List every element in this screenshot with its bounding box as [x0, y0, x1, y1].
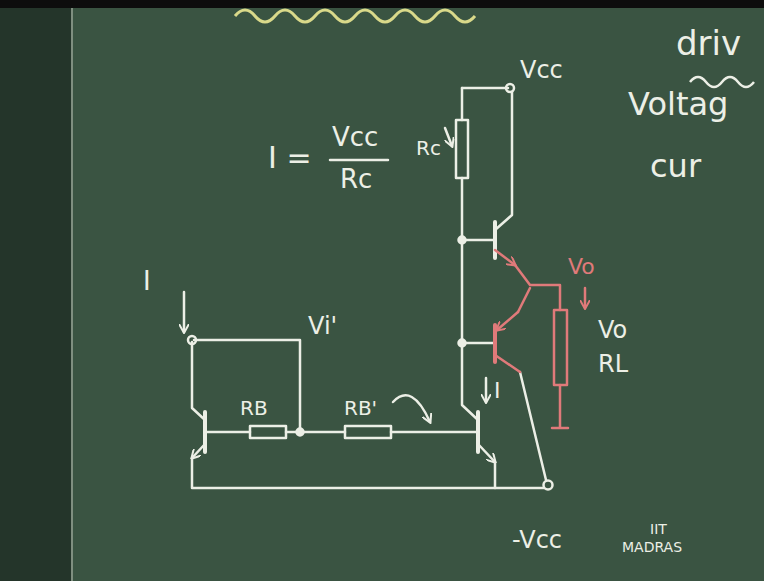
wire	[391, 431, 478, 434]
supply-label: Vcc	[520, 58, 563, 82]
voltage-label: Vo	[598, 318, 627, 342]
resistor-symbol	[345, 426, 391, 438]
supply-label: -Vcc	[512, 528, 562, 552]
wavy-underline	[235, 10, 475, 22]
wire	[462, 87, 508, 90]
current-arrow	[445, 128, 452, 146]
transistor-emitter	[497, 312, 518, 330]
wire	[462, 239, 495, 242]
current-label: I	[143, 268, 151, 294]
fraction-bar	[330, 159, 388, 162]
note-text: Voltag	[628, 88, 728, 120]
wire	[461, 88, 464, 120]
voltage-arc	[393, 395, 430, 422]
component-label: Rc	[416, 138, 441, 158]
wire	[205, 431, 250, 434]
formula-text: Vcc	[332, 124, 378, 150]
voltage-label: Vi'	[308, 314, 337, 338]
voltage-arrow	[584, 288, 587, 308]
wire	[520, 372, 546, 480]
watermark: MADRAS	[622, 540, 682, 554]
voltage-label: Vo	[568, 256, 595, 278]
ground-wire	[552, 385, 568, 428]
wire	[495, 92, 512, 230]
resistor-symbol	[554, 310, 567, 385]
wire	[192, 342, 205, 420]
wire	[494, 462, 497, 488]
terminal-node	[544, 481, 553, 490]
transistor-emitter	[478, 444, 495, 462]
output-wire	[518, 288, 530, 312]
current-arrow	[183, 292, 186, 332]
transistor-emitter	[495, 250, 515, 265]
junction-dot	[297, 429, 304, 436]
terminal-node	[506, 84, 514, 92]
note-text: cur	[650, 150, 701, 182]
component-label: RL	[598, 352, 628, 376]
board-edge	[0, 0, 72, 581]
wire	[192, 458, 544, 488]
watermark: IIT	[650, 522, 667, 536]
wire	[286, 431, 345, 434]
resistor-symbol	[456, 120, 468, 178]
formula-text: I =	[268, 143, 312, 173]
component-label: RB	[240, 398, 268, 418]
formula-text: Rc	[340, 166, 372, 192]
transistor-collector	[495, 355, 520, 372]
wire	[462, 178, 478, 420]
wire	[194, 340, 300, 432]
transistor-emitter	[192, 444, 205, 458]
resistor-symbol	[250, 426, 286, 438]
board-edge-line	[71, 0, 73, 581]
current-label: I	[494, 380, 501, 402]
current-arrow	[485, 378, 488, 402]
component-label: RB'	[344, 398, 377, 418]
wavy-underline	[690, 77, 754, 87]
note-text: driv	[676, 26, 741, 60]
wire	[462, 342, 495, 345]
top-strip	[0, 0, 764, 8]
